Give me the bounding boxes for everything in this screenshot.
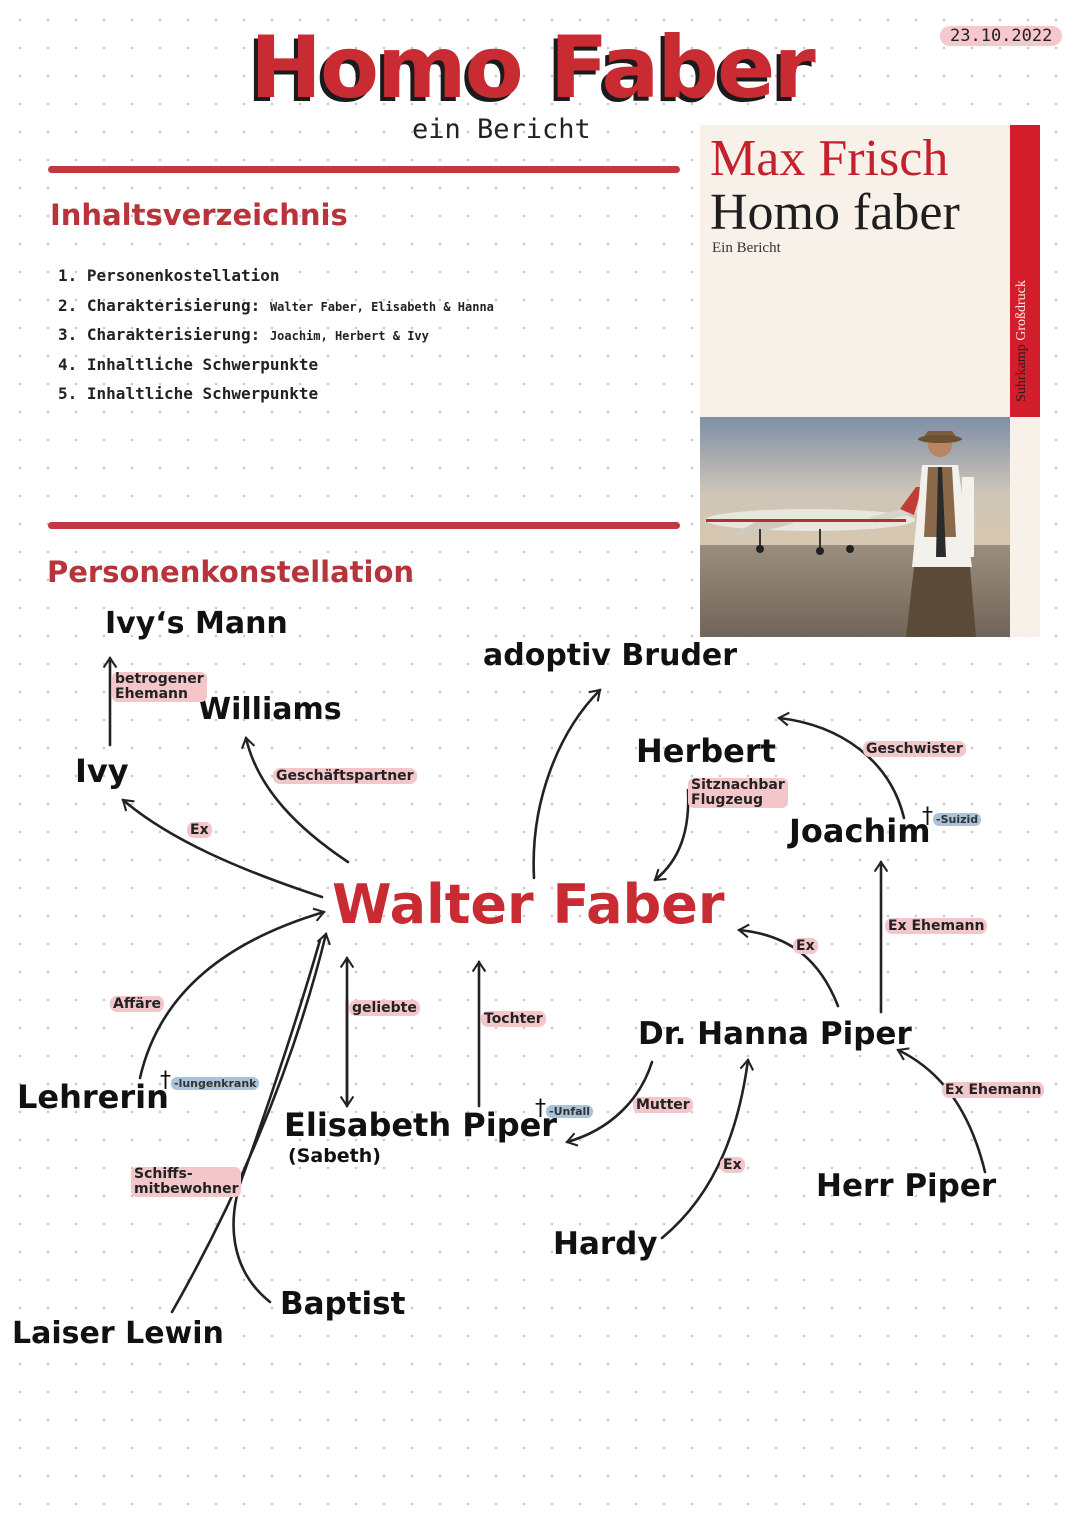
person-baptist: Baptist bbox=[280, 1286, 405, 1322]
arrow-faber-to-ivy bbox=[123, 800, 322, 897]
arrow-herbert-to-faber bbox=[655, 790, 688, 880]
arrow-faber-to-bruder bbox=[534, 690, 600, 878]
relation-affaere: Affäre bbox=[110, 996, 164, 1012]
relation-geschaeftspartner: Geschäftspartner bbox=[273, 768, 417, 784]
arrow-joachim-to-herbert bbox=[779, 718, 904, 818]
person-laiser-lewin: Laiser Lewin bbox=[12, 1316, 224, 1351]
person-ivys-mann: Ivy‘s Mann bbox=[105, 606, 288, 641]
cross-icon: † bbox=[922, 804, 933, 829]
person-sabeth: (Sabeth) bbox=[288, 1145, 381, 1167]
cross-icon: † bbox=[160, 1068, 171, 1093]
person-adoptiv-bruder: adoptiv Bruder bbox=[483, 638, 737, 673]
relation-ex-hanna: Ex bbox=[793, 938, 818, 954]
arrow-hardy-to-hanna bbox=[662, 1060, 748, 1238]
person-williams: Williams bbox=[198, 692, 342, 727]
relation-ex-ivy: Ex bbox=[187, 822, 212, 838]
relation-tochter: Tochter bbox=[481, 1011, 546, 1027]
person-herr-piper: Herr Piper bbox=[816, 1168, 996, 1204]
person-herbert: Herbert bbox=[636, 732, 776, 770]
person-elisabeth-piper: Elisabeth Piper bbox=[284, 1106, 557, 1144]
death-marker-joachim: †-Suizid bbox=[922, 804, 981, 829]
arrow-faber-to-williams bbox=[246, 738, 348, 862]
relation-geschwister: Geschwister bbox=[863, 741, 966, 757]
relation-schiffsmitbewohner: Schiffs-mitbewohner bbox=[131, 1167, 241, 1197]
person-lehrerin: Lehrerin bbox=[17, 1078, 169, 1116]
person-hardy: Hardy bbox=[553, 1226, 658, 1262]
death-marker-lehrerin: †-lungenkrank bbox=[160, 1068, 259, 1093]
arrow-hanna-to-faber bbox=[739, 930, 838, 1006]
relation-ex-ehemann-joachim: Ex Ehemann bbox=[885, 918, 987, 934]
relation-ex-hardy: Ex bbox=[720, 1157, 745, 1173]
person-hanna-piper: Dr. Hanna Piper bbox=[638, 1016, 912, 1052]
relation-ex-ehemann-piper: Ex Ehemann bbox=[942, 1082, 1044, 1098]
person-ivy: Ivy bbox=[75, 752, 129, 790]
cross-icon: † bbox=[535, 1096, 546, 1121]
arrow-piper-to-hanna bbox=[898, 1050, 985, 1172]
relation-mutter: Mutter bbox=[633, 1097, 693, 1113]
relation-geliebte: geliebte bbox=[349, 1000, 420, 1016]
person-joachim: Joachim bbox=[789, 812, 931, 850]
arrow-lehrerin-to-faber bbox=[140, 912, 324, 1078]
person-walter-faber: Walter Faber bbox=[332, 873, 725, 936]
death-marker-elisabeth: †-Unfall bbox=[535, 1096, 593, 1121]
